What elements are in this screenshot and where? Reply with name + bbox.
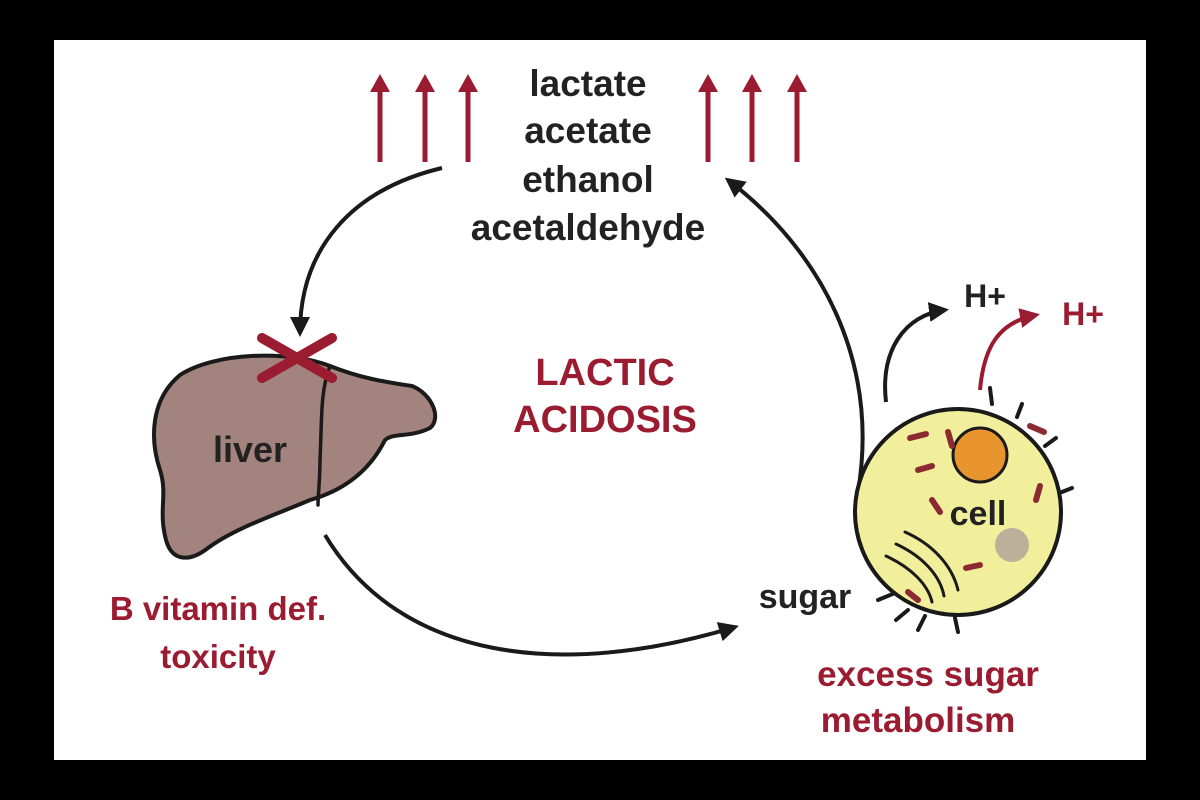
proton-red-arrow — [978, 308, 1040, 391]
center-label-line-1: LACTIC — [535, 352, 674, 394]
up-arrow-icon — [742, 74, 762, 162]
up-arrow-icon — [787, 74, 807, 162]
liver-to-sugar-arrow — [323, 533, 739, 657]
proton-black-label: H+ — [964, 278, 1006, 314]
metabolite-list: lactate acetate ethanol acetaldehyde — [471, 63, 705, 248]
cell-icon — [853, 386, 1074, 634]
letterbox-bottom — [0, 760, 1200, 800]
increase-arrows-right — [698, 74, 807, 162]
up-arrow-icon — [698, 74, 718, 162]
liver-cause-label: B vitamin def. toxicity — [110, 590, 326, 675]
liver-cause-line-1: B vitamin def. — [110, 590, 326, 627]
metabolite-acetate: acetate — [524, 110, 652, 151]
increase-arrows-left — [370, 74, 478, 162]
letterbox-left — [0, 0, 54, 800]
up-arrow-icon — [370, 74, 390, 162]
cell-to-metabolites-arrow — [724, 177, 865, 493]
letterbox-right — [1146, 0, 1200, 800]
cell-label: cell — [950, 495, 1007, 533]
metabolite-acetaldehyde: acetaldehyde — [471, 207, 705, 248]
letterbox-top — [0, 0, 1200, 40]
liver-cause-line-2: toxicity — [160, 638, 276, 675]
up-arrow-icon — [415, 74, 435, 162]
metabolite-ethanol: ethanol — [522, 159, 654, 200]
proton-red-label: H+ — [1062, 296, 1104, 332]
proton-black-arrow — [883, 302, 949, 403]
metabolites-to-liver-arrow — [290, 166, 443, 337]
cell-cause-label: excess sugar metabolism — [817, 655, 1039, 740]
liver-icon — [152, 353, 438, 560]
center-label-line-2: ACIDOSIS — [513, 399, 697, 441]
cell-cause-line-1: excess sugar — [817, 655, 1039, 694]
cell-cause-line-2: metabolism — [821, 701, 1016, 740]
up-arrow-icon — [458, 74, 478, 162]
x-mark-icon — [257, 333, 337, 383]
liver-label: liver — [213, 429, 287, 470]
sugar-label: sugar — [759, 578, 852, 616]
metabolite-lactate: lactate — [529, 63, 646, 104]
center-label: LACTIC ACIDOSIS — [513, 352, 697, 441]
